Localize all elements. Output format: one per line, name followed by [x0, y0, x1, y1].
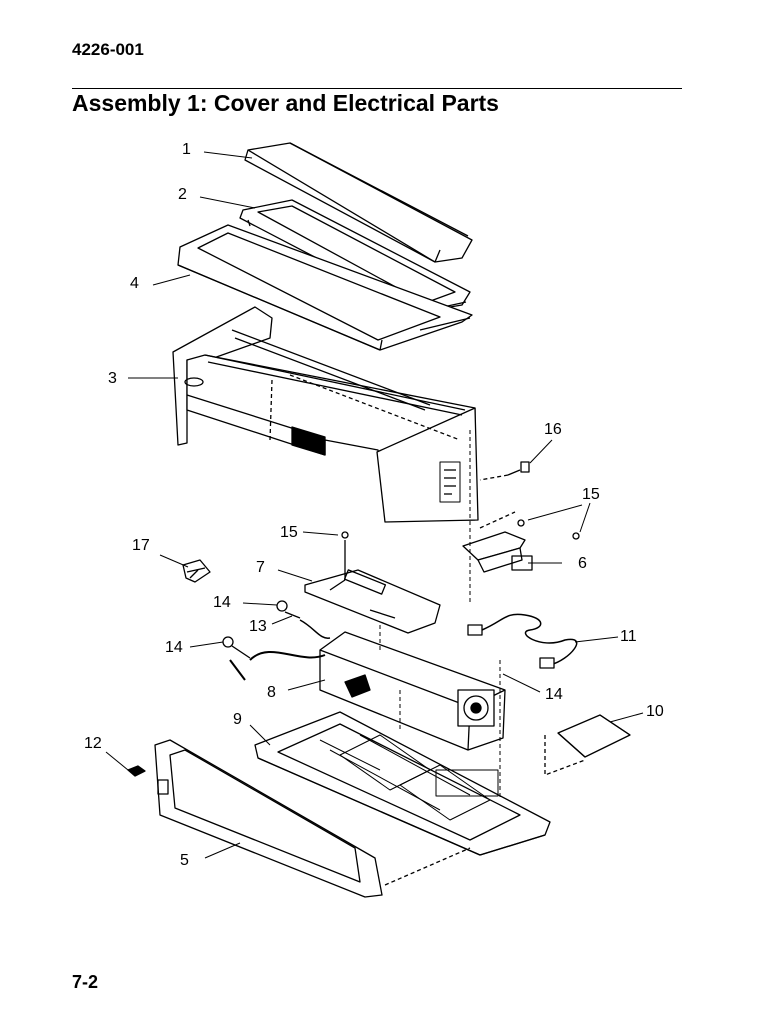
part-6-bracket	[462, 511, 580, 573]
callout-1: 1	[182, 141, 191, 158]
callout-9: 9	[233, 711, 242, 728]
part-7-circuit-board	[304, 531, 441, 634]
callout-15-bracket: 15	[582, 486, 600, 503]
part-9-base-frame	[254, 711, 551, 856]
part-10-cover-plate	[544, 714, 631, 776]
part-16-screw	[479, 461, 530, 481]
callout-14-left: 14	[165, 639, 183, 656]
callout-2: 2	[178, 186, 187, 203]
callout-12: 12	[84, 735, 102, 752]
callout-6: 6	[578, 555, 587, 572]
title-rule	[72, 88, 682, 89]
part-2-frame	[239, 199, 471, 319]
part-1-top-cover	[244, 142, 473, 263]
callout-7: 7	[256, 559, 265, 576]
part-12-foot	[127, 765, 146, 777]
part-5-front-panel	[154, 739, 471, 898]
callout-11: 11	[620, 628, 637, 645]
callout-14-upper: 14	[213, 594, 231, 611]
part-4-tray-cover	[177, 224, 473, 351]
callout-17: 17	[132, 537, 150, 554]
part-3-main-housing	[172, 306, 479, 523]
part-13-14-connectors	[222, 600, 301, 659]
page-number: 7-2	[72, 972, 99, 992]
callout-5: 5	[180, 852, 189, 869]
page-title: Assembly 1: Cover and Electrical Parts	[72, 90, 499, 116]
alignment-lines	[379, 430, 501, 800]
callout-10: 10	[646, 703, 664, 720]
document-number: 4226-001	[72, 40, 144, 59]
callout-3: 3	[108, 370, 117, 387]
callout-8: 8	[267, 684, 276, 701]
part-8-power-supply	[229, 619, 506, 751]
callout-14-right: 14	[545, 686, 563, 703]
callout-16: 16	[544, 421, 562, 438]
callout-15-board: 15	[280, 524, 298, 541]
part-11-power-cord	[467, 613, 578, 669]
part-17-clip	[182, 559, 211, 583]
callout-4: 4	[130, 275, 139, 292]
callout-13: 13	[249, 618, 267, 635]
leader-lines	[105, 151, 644, 859]
